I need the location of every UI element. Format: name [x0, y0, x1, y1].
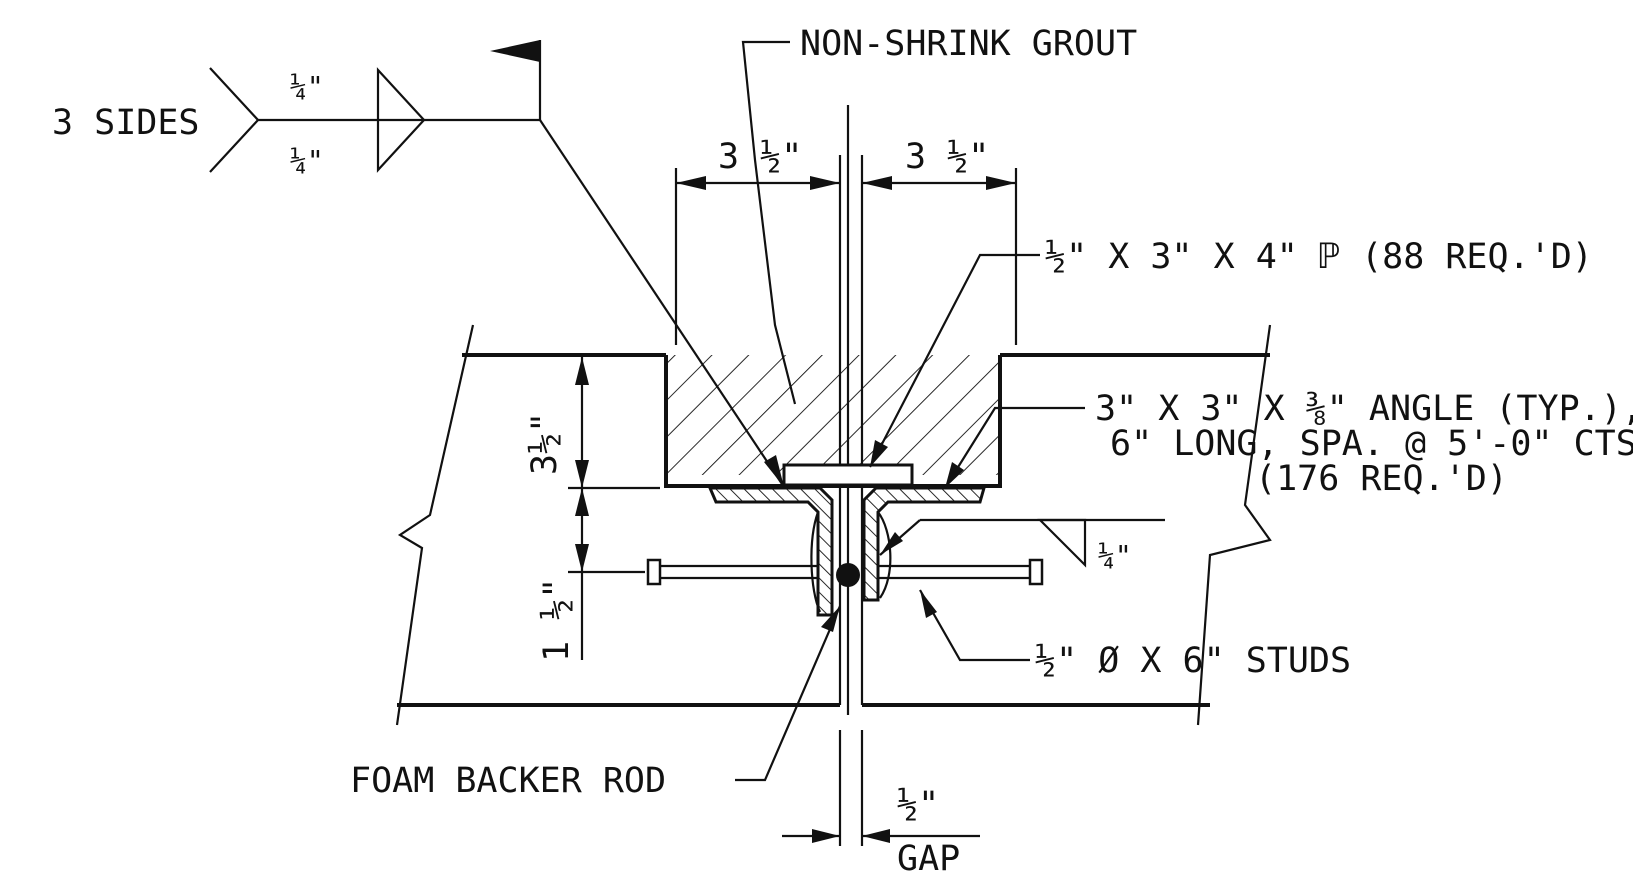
plate-label: ½" X 3" X 4" ℙ (88 REQ.'D) — [1045, 237, 1593, 277]
studs-label: ½" Ø X 6" STUDS — [1035, 641, 1351, 681]
non-shrink-grout-pocket — [664, 355, 1002, 488]
dimension-gap: ½" GAP — [782, 785, 980, 876]
steel-angle-right — [862, 486, 986, 602]
grout-label: NON-SHRINK GROUT — [800, 24, 1137, 64]
angle-label-line3: (176 REQ.'D) — [1255, 459, 1508, 499]
weld-symbol: 3 SIDES ¼" ¼" — [52, 40, 785, 488]
weld-size-top-label: ¼" — [290, 70, 324, 103]
dimension-right-width-label: 3 ½" — [905, 137, 989, 177]
steel-plate — [782, 463, 914, 487]
slab-left — [395, 324, 840, 726]
backer-rod-label: FOAM BACKER ROD — [350, 761, 666, 801]
dimension-depth-bottom-label: 1 ½" — [537, 578, 577, 662]
dimension-right-width: 3 ½" — [862, 137, 1018, 345]
plate-callout: ½" X 3" X 4" ℙ (88 REQ.'D) — [869, 237, 1593, 468]
dimension-left-width-label: 3 ½" — [718, 137, 802, 177]
dimension-gap-width-label: ½" — [897, 785, 939, 825]
angle-callout: 3" X 3" X ⅜" ANGLE (TYP.), 6" LONG, SPA.… — [944, 389, 1633, 499]
weld-size-bottom-label: ¼" — [290, 144, 324, 177]
angle-label-line2: 6" LONG, SPA. @ 5'-0" CTS. — [1110, 424, 1633, 464]
angle-label-line1: 3" X 3" X ⅜" ANGLE (TYP.), — [1095, 389, 1633, 429]
stud-left — [646, 558, 818, 586]
dimension-depth-top-label: 3½" — [525, 412, 565, 475]
dimension-depth: 3½" 1 ½" — [525, 357, 660, 662]
fillet-weld-callout: ¼" — [879, 518, 1165, 572]
dimension-left-width: 3 ½" — [674, 137, 840, 345]
grout-callout: NON-SHRINK GROUT — [741, 24, 1137, 405]
gap-label: GAP — [897, 839, 960, 876]
joint-gap — [838, 105, 864, 846]
studs-callout: ½" Ø X 6" STUDS — [919, 589, 1351, 681]
backer-rod-callout: FOAM BACKER ROD — [350, 605, 842, 801]
foam-backer-rod — [836, 563, 860, 587]
stud-right — [878, 558, 1044, 586]
three-sides-label: 3 SIDES — [52, 103, 200, 143]
steel-angle-left — [707, 486, 834, 617]
fillet-weld-size-label: ¼" — [1098, 539, 1132, 572]
slab-right — [862, 324, 1272, 726]
